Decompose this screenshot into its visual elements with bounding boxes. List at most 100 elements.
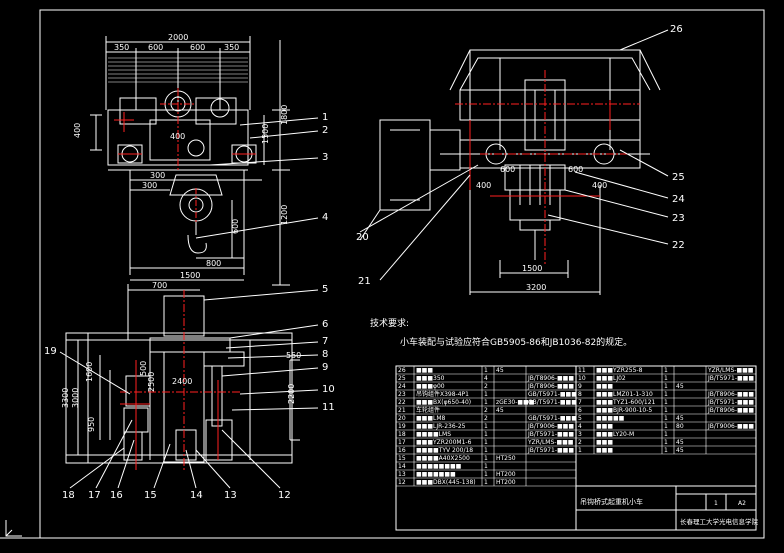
callout-14: 14	[190, 490, 203, 501]
tech-req-body: 小车装配与试验应符合GB5905-86和JB1036-82的规定。	[400, 336, 632, 348]
parts-cell: 19	[398, 423, 406, 430]
front-view-dims: 2000 350 600 600 350 1800 1500 1200 600 …	[73, 33, 289, 280]
callout-12: 12	[278, 490, 291, 501]
parts-cell: ■■■	[596, 439, 613, 446]
parts-cell: JB/T5971-■■■	[707, 399, 754, 406]
parts-cell: ■■■■LMS	[416, 431, 451, 438]
parts-cell: ■■■LJR-236-25	[416, 423, 466, 430]
parts-cell: 1	[484, 423, 488, 430]
dim-2400: 2400	[172, 377, 192, 386]
plan-centerlines	[120, 290, 240, 470]
dim-950: 950	[87, 417, 96, 432]
parts-cell: 25	[398, 375, 406, 382]
parts-cell: 1	[484, 439, 488, 446]
school-name: 长春理工大学光电信息学院	[680, 517, 759, 526]
scale-value: 1	[714, 500, 718, 507]
front-centerlines	[114, 88, 256, 222]
parts-cell: GB/T5971-■■■	[528, 399, 577, 406]
callout-15: 15	[144, 490, 157, 501]
dim-700: 700	[152, 281, 167, 290]
dim-600-v: 600	[231, 219, 240, 234]
parts-cell: ■■■	[416, 367, 433, 374]
parts-cell: YZR/LMS-■■■	[707, 367, 754, 374]
parts-cell: 6	[578, 407, 582, 414]
parts-cell: 23	[398, 391, 406, 398]
parts-cell: JB/T5971-■■■	[527, 431, 574, 438]
parts-cell: 1	[484, 391, 488, 398]
callout-26: 26	[670, 24, 683, 35]
parts-cell: GB/T5971-■■■	[528, 415, 577, 422]
parts-cell: 17	[398, 439, 406, 446]
dim-2200: 2200	[287, 384, 296, 404]
dim-2500: 2500	[147, 372, 156, 392]
parts-cell: 11	[578, 367, 586, 374]
dim-1800: 1800	[280, 105, 289, 125]
parts-cell: 13	[398, 471, 406, 478]
dim-600-b: 600	[190, 43, 205, 52]
parts-cell: 1	[484, 399, 488, 406]
callout-24: 24	[672, 194, 685, 205]
parts-cell: 2	[484, 407, 488, 414]
parts-cell: 21	[398, 407, 406, 414]
parts-cell: 8	[578, 391, 582, 398]
callout-9: 9	[322, 362, 328, 373]
parts-cell: 2	[484, 383, 488, 390]
callout-6: 6	[322, 319, 328, 330]
parts-cell: 22	[398, 399, 406, 406]
parts-cell: 1	[664, 423, 668, 430]
parts-cell: ■■■■A40X2500	[416, 455, 470, 462]
parts-cell: 18	[398, 431, 406, 438]
side-centerlines	[455, 70, 640, 265]
callout-3: 3	[322, 152, 328, 163]
dim-1500-h: 1500	[180, 271, 200, 280]
parts-cell: 4	[578, 423, 582, 430]
callout-2: 2	[322, 125, 328, 136]
title-block	[575, 485, 757, 531]
callout-16: 16	[110, 490, 123, 501]
parts-cell: 吊钩组件X398-4P1	[416, 390, 469, 398]
dim-300-b: 300	[150, 171, 165, 180]
parts-cell: ■■■TYZ1-600/121	[596, 399, 656, 406]
parts-cell: 1	[484, 431, 488, 438]
sheet-border	[39, 9, 765, 539]
callout-8: 8	[322, 349, 328, 360]
callout-1: 1	[322, 112, 328, 123]
dim-400-v: 400	[73, 123, 82, 138]
parts-cell: 3	[578, 431, 582, 438]
parts-cell: 5	[578, 415, 582, 422]
parts-cell: ■■■LJ02	[596, 375, 626, 382]
dim-3200: 3200	[526, 283, 546, 292]
dim-2000: 2000	[168, 33, 188, 42]
parts-cell: ■■■φ00	[416, 383, 445, 390]
ucs-icon	[5, 520, 22, 537]
parts-cell: JB/T9006-■■■	[527, 423, 574, 430]
parts-cell: ■■■	[596, 423, 613, 430]
parts-cell: ■■■350	[416, 375, 445, 382]
parts-cell: 26	[398, 367, 406, 374]
callout-22: 22	[672, 240, 685, 251]
parts-cell: ■■■DBX(445-138)	[416, 479, 476, 486]
callout-13: 13	[224, 490, 237, 501]
callout-10: 10	[322, 384, 335, 395]
parts-cell: 2	[578, 439, 582, 446]
parts-cell: HT250	[496, 455, 516, 462]
parts-cell: 1	[664, 391, 668, 398]
parts-cell: ■■■■■■■	[416, 471, 456, 478]
callout-17: 17	[88, 490, 101, 501]
parts-cell: ■■■LM8	[416, 415, 446, 422]
dim-350-right: 350	[224, 43, 239, 52]
parts-cell: 12	[398, 479, 406, 486]
parts-cell: 1	[484, 479, 488, 486]
parts-cell: 4	[484, 375, 488, 382]
parts-cell: HT200	[496, 479, 516, 486]
parts-cell: ■■■YZR255-8	[596, 367, 643, 374]
dim-500: 500	[139, 361, 148, 376]
dim-400-sb: 400	[592, 181, 607, 190]
callout-20: 20	[356, 232, 369, 243]
parts-cell: 1	[664, 431, 668, 438]
parts-cell: 45	[676, 383, 684, 390]
callout-21: 21	[358, 276, 371, 287]
